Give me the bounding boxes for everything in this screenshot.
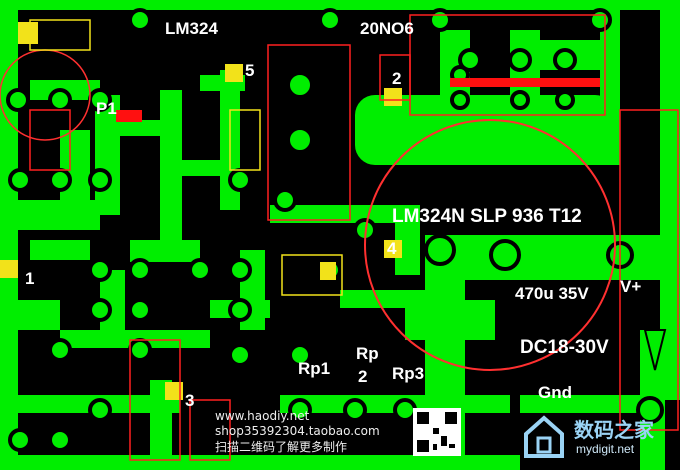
watermark: 数码之家 mydigit.net	[520, 412, 670, 460]
label-chip-marking: LM324N SLP 936 T12	[392, 206, 582, 227]
capacitor-outline	[364, 119, 616, 371]
house-icon	[524, 415, 564, 458]
label-pin-4: 4	[387, 239, 397, 258]
label-rp3: Rp3	[392, 364, 425, 383]
red-marker	[450, 78, 600, 87]
footer-scan-hint: 扫描二维码了解更多制作	[215, 440, 348, 454]
watermark-url: mydigit.net	[576, 442, 635, 456]
watermark-name: 数码之家	[574, 418, 654, 442]
label-lm324: LM324	[165, 19, 218, 38]
label-pin-5: 5	[245, 61, 255, 80]
label-pin-2: 2	[392, 69, 402, 88]
footer-shop: shop35392304.taobao.com	[215, 424, 380, 438]
label-pin-3: 3	[185, 391, 195, 410]
round-pads	[6, 8, 664, 452]
label-input-voltage: DC18-30V	[520, 337, 609, 358]
label-p1: P1	[96, 99, 117, 118]
qr-code	[413, 408, 461, 456]
label-gnd: Gnd	[538, 383, 572, 402]
label-rp2-top: Rp	[356, 344, 379, 363]
component-outlines	[29, 19, 343, 296]
label-pin-1: 1	[25, 269, 35, 288]
footer-website: www.haodiy.net	[215, 409, 310, 423]
label-rp1: Rp1	[298, 359, 331, 378]
label-vplus: V+	[620, 277, 642, 296]
rail-arrow	[643, 329, 667, 371]
label-capacitor: 470u 35V	[515, 284, 589, 303]
square-pads	[0, 22, 402, 400]
label-rp2-bottom: 2	[358, 367, 368, 386]
silkscreen	[29, 14, 679, 461]
label-20no6: 20NO6	[360, 19, 414, 38]
p1-marker	[116, 110, 142, 122]
